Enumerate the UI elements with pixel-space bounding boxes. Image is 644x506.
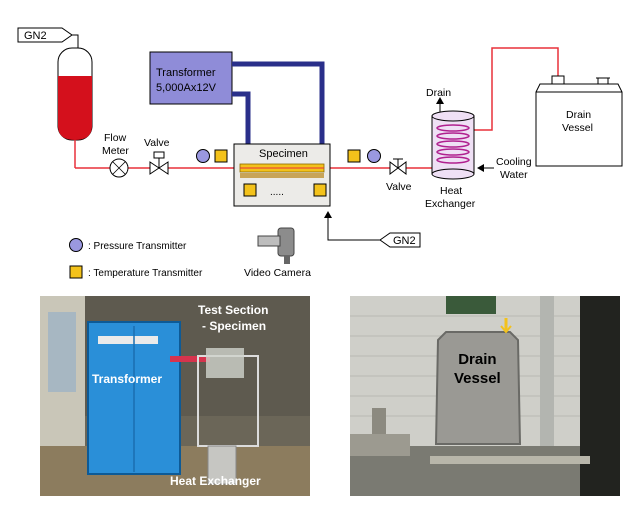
photo-test-section-label: Test Section - Specimen bbox=[198, 302, 268, 334]
photo-heat-exchanger bbox=[207, 445, 237, 485]
photo-drain-vessel-line-2: Vessel bbox=[454, 370, 501, 387]
legend-pressure-label: : Pressure Transmitter bbox=[88, 241, 187, 252]
transformer-label: Transformer bbox=[156, 67, 216, 79]
transformer-block: Transformer 5,000Ax12V bbox=[149, 51, 325, 168]
gn2-supply-bottom: GN2 bbox=[324, 211, 421, 248]
pressure-transmitter-outlet bbox=[367, 149, 381, 163]
flow-meter-label-1: Flow bbox=[104, 132, 127, 144]
valve-left: Valve bbox=[144, 137, 170, 175]
drain-vessel-label-2: Vessel bbox=[562, 122, 593, 134]
photo-drain-vessel-label: Drain Vessel bbox=[454, 350, 501, 388]
flow-meter: Flow Meter bbox=[102, 132, 129, 178]
photo-test-section-line-2: - Specimen bbox=[202, 319, 267, 333]
heat-exchanger-label-1: Heat bbox=[440, 185, 462, 197]
transformer-rating: 5,000Ax12V bbox=[156, 82, 217, 94]
drain-vessel: Drain Vessel bbox=[535, 75, 623, 167]
main-pipe bbox=[75, 47, 559, 169]
photo-drain-vessel-line-1: Drain bbox=[458, 351, 497, 368]
temperature-transmitter-specimen-2 bbox=[313, 183, 327, 197]
photo-test-facility-scene bbox=[40, 296, 310, 496]
valve-left-label: Valve bbox=[144, 137, 170, 149]
pressure-transmitter-inlet bbox=[196, 149, 210, 163]
temperature-transmitter-outlet bbox=[347, 149, 361, 163]
liquid-tank bbox=[57, 47, 93, 168]
specimen-label: Specimen bbox=[259, 148, 308, 160]
video-camera-label: Video Camera bbox=[244, 267, 311, 279]
photo-heat-exchanger-label: Heat Exchanger bbox=[170, 474, 261, 488]
drain-vessel-label-1: Drain bbox=[566, 109, 591, 121]
legend-temperature-label: : Temperature Transmitter bbox=[88, 268, 203, 279]
legend: : Pressure Transmitter : Temperature Tra… bbox=[69, 238, 203, 279]
photo-transformer-label: Transformer bbox=[92, 372, 163, 386]
cooling-water-label-2: Water bbox=[500, 169, 528, 181]
photo-drain-vessel-tank bbox=[434, 331, 522, 445]
photo-drain-vessel-scene bbox=[350, 296, 620, 496]
photo-test-section-line-1: Test Section bbox=[198, 303, 269, 317]
heat-exchanger-label-2: Exchanger bbox=[425, 198, 476, 210]
temperature-transmitter-inlet bbox=[214, 149, 228, 163]
video-camera: Video Camera bbox=[244, 227, 311, 279]
photo-drain-vessel: Drain Vessel bbox=[350, 296, 620, 496]
schematic-diagram: GN2 Flow Meter Valve Transformer 5,000Ax bbox=[17, 27, 623, 279]
test-section: Specimen ..... bbox=[233, 143, 331, 207]
specimen-dots: ..... bbox=[270, 187, 284, 198]
valve-right-label: Valve bbox=[386, 181, 412, 193]
legend-pressure-icon bbox=[69, 238, 83, 252]
cooling-water-label-1: Cooling bbox=[496, 156, 532, 168]
legend-temperature-icon bbox=[69, 265, 83, 279]
gn2-bottom-label: GN2 bbox=[393, 235, 416, 247]
temperature-transmitter-specimen-1 bbox=[243, 183, 257, 197]
photo-test-facility: Test Section - Specimen Transformer Heat… bbox=[40, 296, 310, 496]
heat-exchanger: Drain Heat Exchanger Cooling Water bbox=[425, 87, 532, 210]
drain-label: Drain bbox=[426, 87, 451, 99]
valve-right: Valve bbox=[386, 158, 412, 193]
gn2-top-label: GN2 bbox=[24, 30, 47, 42]
flow-meter-label-2: Meter bbox=[102, 145, 129, 157]
